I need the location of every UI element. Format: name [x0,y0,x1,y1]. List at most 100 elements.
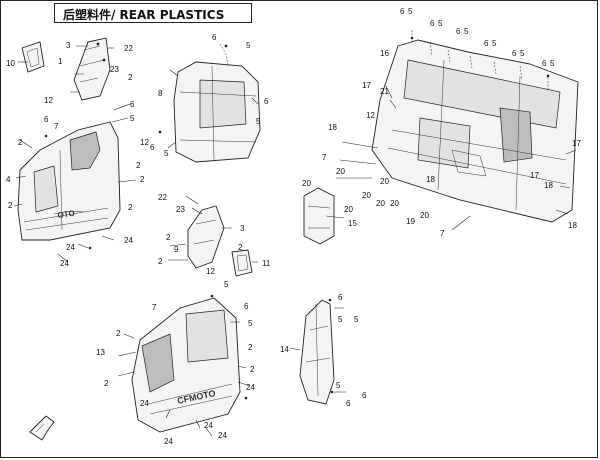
label-18-c: 18 [544,181,553,190]
rear-panel-assembly [371,36,579,223]
label-18-d: 18 [568,221,577,230]
direction-arrow-icon [29,415,55,441]
label-6-c: 6 [212,33,217,42]
label-9: 9 [174,245,179,254]
label-6-n: 6 [512,49,517,58]
label-20-c: 20 [380,177,389,186]
left-side-panel-assembly [17,121,121,250]
label-5-k: 5 [438,19,443,28]
label-20-f: 20 [376,199,385,208]
label-12-d: 12 [366,111,375,120]
label-5-n: 5 [520,49,525,58]
label-5-a: 5 [130,114,135,123]
label-5-c: 5 [256,117,261,126]
label-6-l: 6 [456,27,461,36]
label-19: 19 [406,217,415,226]
right-side-small-panel-assembly [299,298,335,405]
label-4: 4 [6,175,11,184]
label-5-b: 5 [246,41,251,50]
label-2-e: 2 [8,201,13,210]
diagram-title: 后塑料件/ REAR PLASTICS [63,8,225,22]
middle-bracket-assembly [187,205,253,277]
label-5-h: 5 [354,315,359,324]
label-20-b: 20 [302,179,311,188]
label-17-c: 17 [572,139,581,148]
label-20-e: 20 [344,205,353,214]
label-6-b: 6 [44,115,49,124]
label-10: 10 [6,59,15,68]
label-5-g: 5 [338,315,343,324]
label-5-d: 5 [164,149,169,158]
label-20-d: 20 [362,191,371,200]
label-8: 8 [158,89,163,98]
label-24-h: 24 [164,437,173,446]
label-5-o: 5 [550,59,555,68]
part-10-gasket [21,41,45,73]
label-6-a: 6 [130,100,135,109]
lower-side-panel-assembly [131,294,248,433]
label-5-i: 5 [336,381,341,390]
label-6-m: 6 [484,39,489,48]
label-7-b: 7 [152,303,157,312]
label-2-h: 2 [238,243,243,252]
label-6-e: 6 [150,143,155,152]
label-12-a: 12 [44,96,53,105]
label-24-f: 24 [204,421,213,430]
label-2-m: 2 [104,379,109,388]
label-13: 13 [96,348,105,357]
label-17-b: 17 [530,171,539,180]
label-23-b: 23 [176,205,185,214]
label-6-j: 6 [400,7,405,16]
label-7-a: 7 [54,122,59,131]
label-6-d: 6 [264,97,269,106]
label-5-f: 5 [248,319,253,328]
label-5-e: 5 [224,280,229,289]
label-2-l: 2 [250,365,255,374]
label-3: 3 [66,41,71,50]
part-4-left-side-panel [17,121,121,241]
small-panel-assembly [303,187,335,245]
panel-logo-short: OTO [57,209,75,220]
label-24-e: 24 [140,399,149,408]
label-21: 21 [380,87,389,96]
label-17-a: 17 [362,81,371,90]
label-1: 1 [58,57,63,66]
part-9-bracket [187,205,225,269]
label-7-d: 7 [440,229,445,238]
part-16-rear-panel [371,39,579,223]
upper-left-bracket-assembly [21,37,111,101]
label-5-j: 5 [408,7,413,16]
label-24-a: 24 [66,243,75,252]
label-5-l: 5 [464,27,469,36]
label-7-c: 7 [322,153,327,162]
label-2-a: 2 [128,73,133,82]
label-2-f: 2 [128,203,133,212]
label-2-d: 2 [140,175,145,184]
label-24-c: 24 [60,259,69,268]
label-24-d: 24 [246,383,255,392]
label-14: 14 [280,345,289,354]
label-24-b: 24 [124,236,133,245]
label-23: 23 [110,65,119,74]
part-number-labels: 10 3 22 1 23 2 12 6 5 6 7 2 12 4 2 2 2 2… [6,7,581,446]
label-3-b: 3 [240,224,245,233]
label-6-i: 6 [346,399,351,408]
label-11: 11 [262,259,271,268]
label-2-k: 2 [248,343,253,352]
label-5-m: 5 [492,39,497,48]
label-24-g: 24 [218,431,227,440]
label-2-b: 2 [18,138,23,147]
label-2-i: 2 [158,257,163,266]
part-11-gasket [231,249,253,277]
label-20-g: 20 [390,199,399,208]
part-15-small-panel [303,187,335,245]
label-18-a: 18 [328,123,337,132]
label-2-g: 2 [166,233,171,242]
title-box: 后塑料件/ REAR PLASTICS [54,3,252,23]
label-12-b: 12 [140,138,149,147]
part-1-bracket [73,37,111,101]
label-6-h: 6 [362,391,367,400]
label-12-c: 12 [206,267,215,276]
